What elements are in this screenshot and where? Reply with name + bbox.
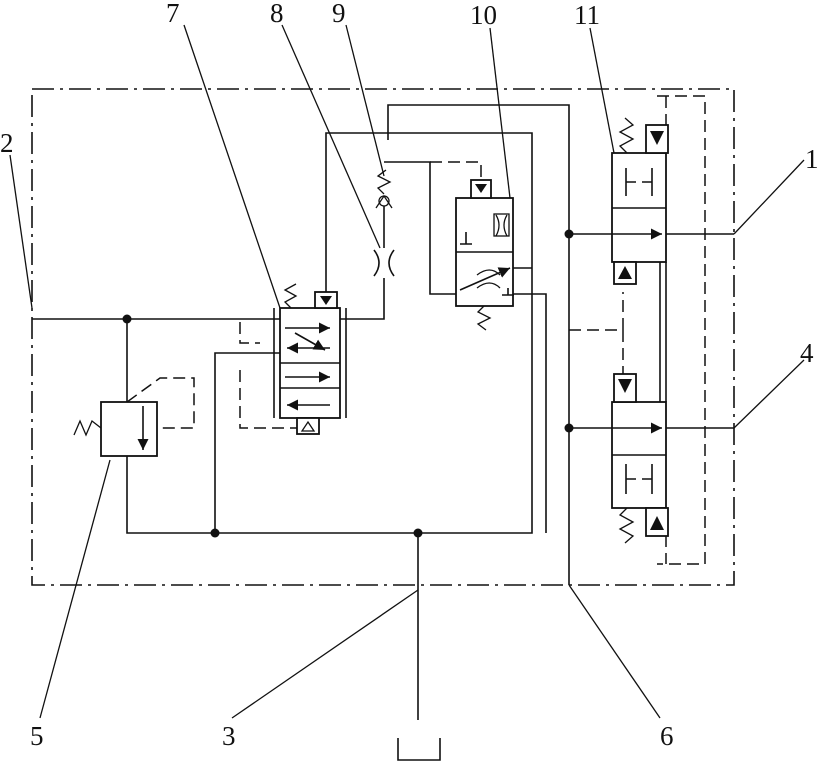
pressure-valve-7	[239, 283, 347, 435]
label-10: 10	[470, 0, 497, 30]
valve-10	[455, 179, 514, 331]
relief-valve-5	[73, 377, 195, 457]
throttle-8	[373, 249, 395, 277]
hydraulic-lines	[32, 95, 734, 761]
label-11: 11	[574, 0, 600, 30]
label-9: 9	[332, 0, 346, 28]
valve-block-boundary	[31, 88, 735, 586]
label-5: 5	[30, 721, 44, 751]
label-2: 2	[0, 128, 14, 158]
junction-dots	[122, 229, 574, 538]
label-8: 8	[270, 0, 284, 28]
valve-11-upper	[611, 117, 669, 285]
valve-11-lower	[611, 373, 669, 544]
label-4: 4	[800, 338, 814, 368]
leader-lines	[9, 24, 805, 719]
label-1: 1	[805, 144, 817, 174]
label-7: 7	[166, 0, 180, 28]
label-3: 3	[222, 721, 236, 751]
check-valve-9	[375, 169, 393, 209]
label-6: 6	[660, 721, 674, 751]
